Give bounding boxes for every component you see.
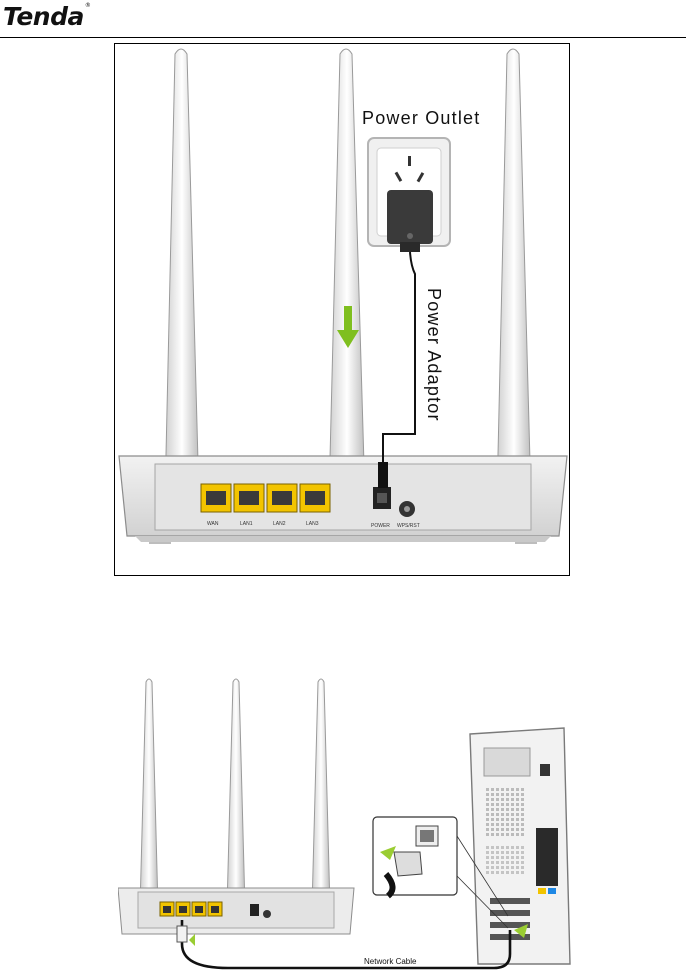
power-outlet-label: Power Outlet (362, 108, 480, 128)
port-label: LAN1 (240, 521, 253, 527)
power-plug (378, 462, 388, 488)
router-power-illustration: WAN LAN1 LAN2 LAN3 POWER WPS/RST (115, 44, 570, 576)
port-label: WAN (207, 521, 219, 527)
power-port-label: POWER (371, 523, 390, 529)
router-back-panel (118, 888, 354, 934)
cable-plug (177, 926, 187, 942)
power-adaptor-icon (387, 190, 433, 252)
port-label: LAN3 (306, 521, 319, 527)
network-cable-label: Network Cable (364, 957, 417, 966)
router-arrow-icon (189, 934, 195, 946)
antenna-left (165, 49, 199, 499)
antenna-left (140, 679, 158, 908)
wps-label: WPS/RST (397, 523, 420, 529)
header-divider (0, 37, 686, 38)
power-cable (383, 252, 415, 464)
antenna-right (497, 49, 531, 499)
figure-power-connection: WAN LAN1 LAN2 LAN3 POWER WPS/RST (114, 43, 570, 576)
power-adaptor-label: Power Adaptor (424, 288, 444, 422)
figure-network-connection: Network Cable (118, 676, 572, 972)
page-header: Tenda® (0, 0, 686, 38)
power-port (250, 904, 259, 916)
wps-button (399, 501, 415, 517)
antenna-right (312, 679, 330, 908)
antenna-middle (227, 679, 245, 908)
ethernet-port (192, 902, 206, 916)
antenna-middle (329, 49, 365, 499)
router-back-panel (119, 456, 567, 544)
port-label: LAN2 (273, 521, 286, 527)
power-port (373, 487, 391, 509)
network-cable-illustration: Network Cable (118, 676, 572, 972)
ethernet-port (176, 902, 190, 916)
ethernet-port (160, 902, 174, 916)
wps-button (263, 910, 271, 918)
ethernet-port (208, 902, 222, 916)
tenda-logo: Tenda® (3, 2, 90, 31)
